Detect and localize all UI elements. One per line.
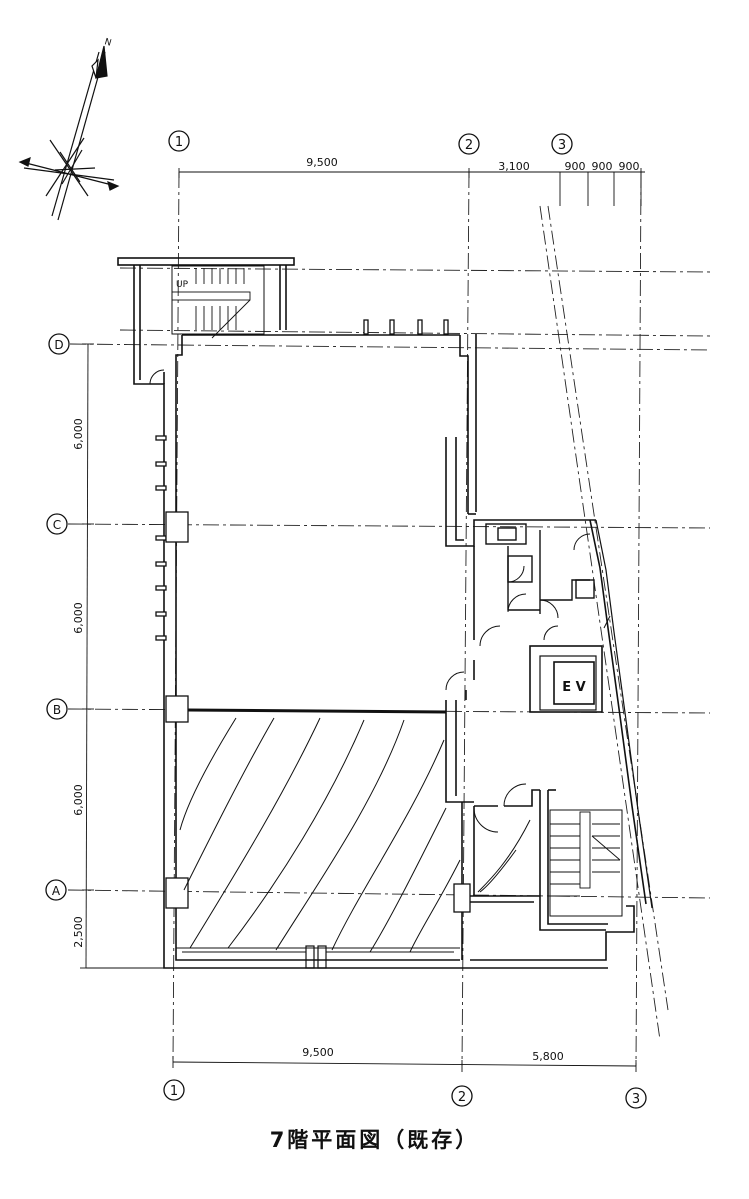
svg-text:1: 1 [170,1084,178,1099]
stair-up-label: UP [176,280,189,290]
svg-text:B: B [53,703,61,717]
svg-text:3: 3 [558,138,566,153]
grid-marker-row-b: B [46,698,68,720]
grid-marker-col-1-top: 1 [168,130,190,152]
grid-marker-col-3-bottom: 3 [625,1087,647,1109]
north-arrow-icon [18,45,120,221]
dim-top-span-1-2: 9,500 [306,156,338,169]
wall-columns-west [155,435,189,909]
dim-top-span-2-3: 3,100 [498,160,530,173]
svg-text:1: 1 [175,135,183,150]
svg-text:A: A [52,884,61,898]
dim-left-span-d-c: 6,000 [72,418,85,450]
grid-lines [67,171,711,1067]
grid-marker-col-2-bottom: 2 [451,1085,473,1107]
grid-marker-col-3-top: 3 [551,133,573,155]
elevator-label: E V [562,680,585,695]
hatched-area [179,717,531,953]
grid-marker-col-1-bottom: 1 [163,1079,185,1101]
site-boundary-lines [539,205,669,1041]
wall-columns-north [363,319,471,913]
dim-bottom-span-2-3: 5,800 [532,1050,564,1063]
dim-left-span-b-a: 6,000 [72,784,85,816]
grid-marker-col-2-top: 2 [458,133,480,155]
svg-text:2: 2 [458,1090,466,1105]
dim-top-small-span-2: 900 [592,160,613,173]
svg-text:C: C [53,518,61,532]
svg-text:2: 2 [465,138,473,153]
elevator-shaft [529,645,603,713]
core-rooms [445,519,653,917]
dim-left-span-a-edge: 2,500 [72,916,85,948]
dim-bottom-span-1-2: 9,500 [302,1046,334,1059]
dimension-lines [80,168,645,1072]
dim-left-span-c-b: 6,000 [72,602,85,634]
grid-marker-row-c: C [46,513,68,535]
building-walls [149,334,635,969]
drawing-title: 7階平面図（既存） [269,1128,480,1152]
dim-top-small-span-1: 900 [565,160,586,173]
grid-marker-row-a: A [45,879,67,901]
svg-text:D: D [54,338,63,352]
stair-tower-north [117,257,295,385]
north-label: N [103,37,112,48]
svg-text:3: 3 [632,1092,640,1107]
grid-marker-row-d: D [48,333,70,355]
dim-top-small-span-3: 900 [619,160,640,173]
